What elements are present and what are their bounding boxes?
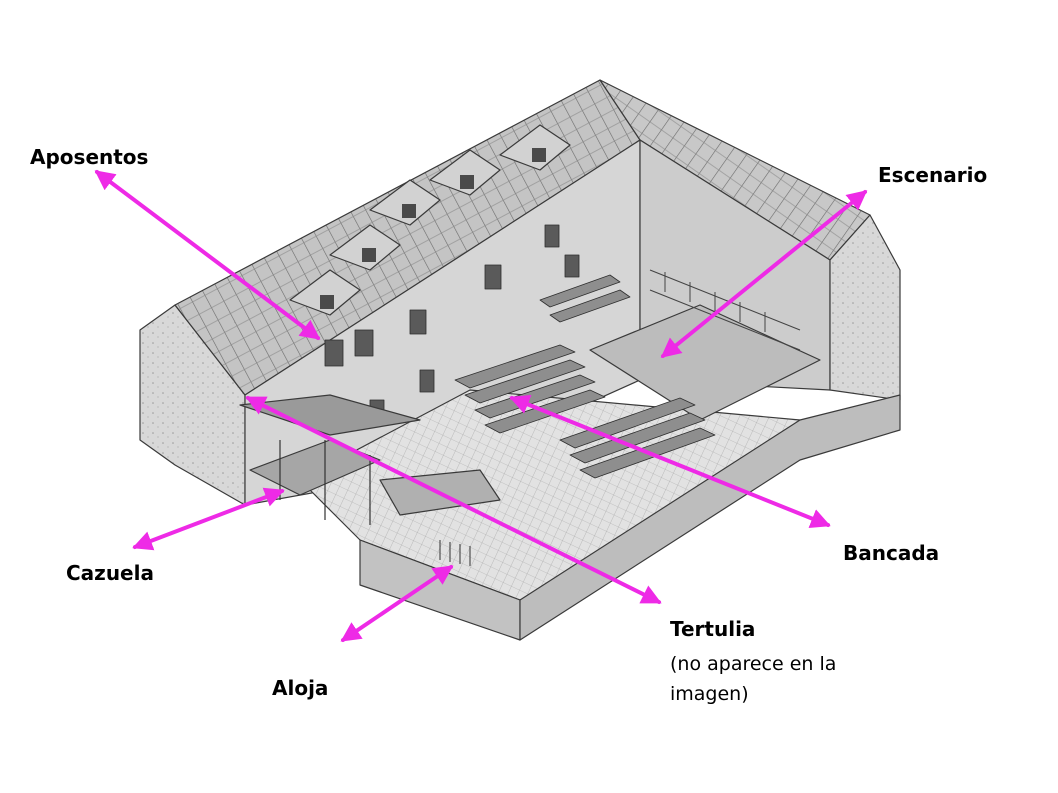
arrow-aposentos <box>94 170 321 340</box>
dormers <box>289 124 571 316</box>
label-aposentos: Aposentos <box>30 145 149 169</box>
building-illustration <box>139 79 901 641</box>
label-aloja: Aloja <box>272 676 329 700</box>
label-escenario: Escenario <box>878 163 988 187</box>
dormer-windows <box>320 148 546 309</box>
arrow-cazuela <box>132 487 285 551</box>
label-bancada: Bancada <box>843 541 940 565</box>
label-tertulia: Tertulia <box>670 617 756 641</box>
label-cazuela: Cazuela <box>66 561 154 585</box>
tertulia-note: (no aparece en la imagen) <box>670 653 837 705</box>
arrow-tertulia <box>245 396 662 604</box>
arrow-escenario <box>660 190 868 358</box>
arrow-aloja <box>340 565 454 642</box>
annotation-arrows <box>94 170 868 642</box>
